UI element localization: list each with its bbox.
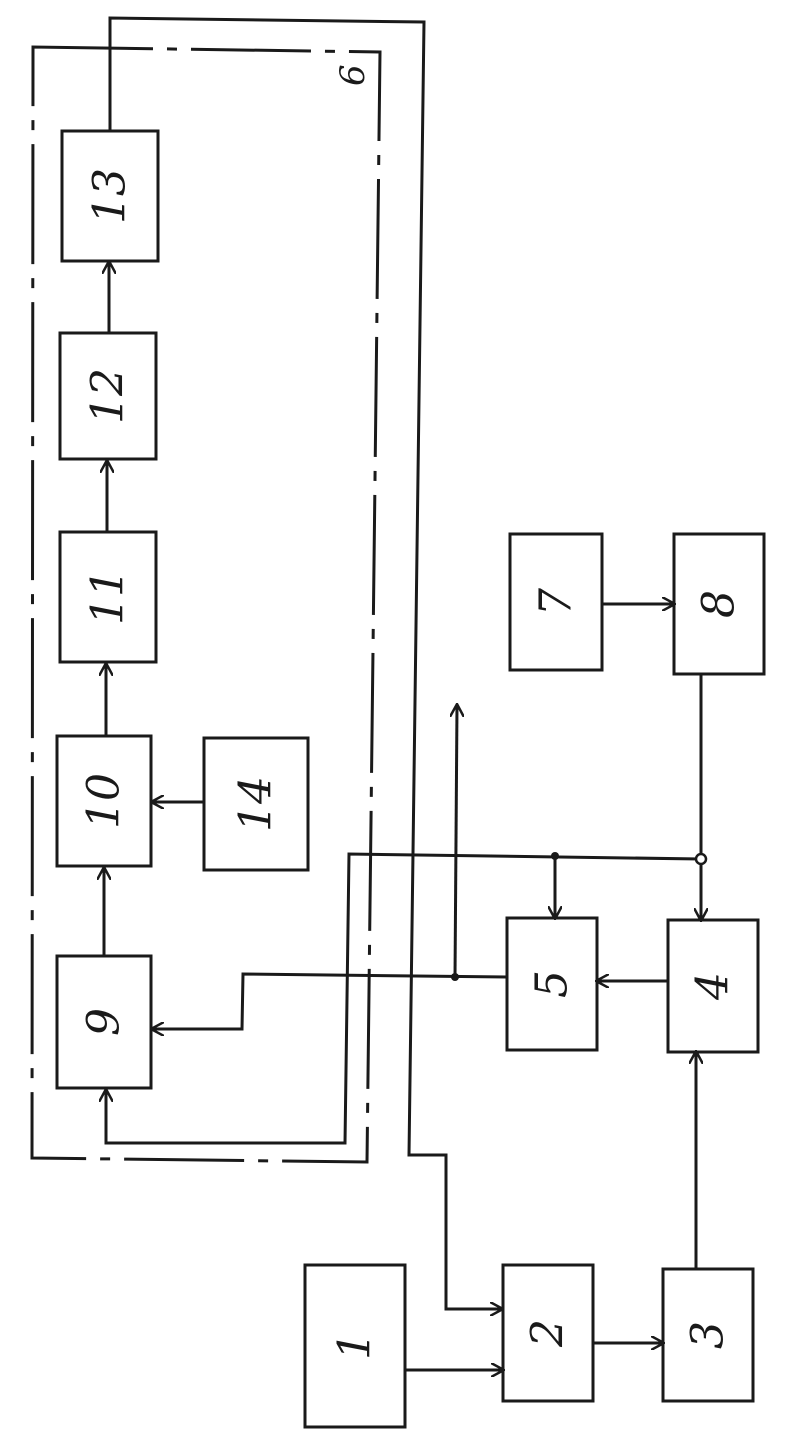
block-7: 7 xyxy=(510,534,602,670)
svg-text:9: 9 xyxy=(79,1008,130,1036)
block-10: 10 xyxy=(57,736,151,866)
svg-text:13: 13 xyxy=(85,168,136,224)
svg-text:12: 12 xyxy=(83,368,134,424)
block-9: 9 xyxy=(57,956,151,1088)
svg-text:14: 14 xyxy=(231,776,282,832)
junction-open xyxy=(696,854,706,864)
svg-text:7: 7 xyxy=(531,588,582,616)
block-14: 14 xyxy=(204,738,308,870)
svg-text:10: 10 xyxy=(79,773,130,829)
svg-text:1: 1 xyxy=(330,1332,381,1360)
junction-bus-5 xyxy=(551,852,559,860)
block-11: 11 xyxy=(60,532,156,662)
wire-5-output xyxy=(455,705,457,977)
block-8: 8 xyxy=(674,534,764,674)
block-5: 5 xyxy=(507,918,597,1050)
wire-5-to-9 xyxy=(152,974,507,1029)
svg-text:8: 8 xyxy=(694,590,745,618)
block-13: 13 xyxy=(62,131,158,261)
svg-text:11: 11 xyxy=(83,569,134,625)
block-3: 3 xyxy=(663,1269,753,1401)
block-2: 2 xyxy=(503,1265,593,1401)
block-12: 12 xyxy=(60,333,156,459)
wire-bus-8 xyxy=(106,854,701,1143)
junction-5 xyxy=(451,973,459,981)
block-1: 1 xyxy=(305,1265,405,1427)
svg-text:3: 3 xyxy=(683,1321,734,1349)
wire-13-to-2 xyxy=(110,18,502,1309)
svg-text:4: 4 xyxy=(688,972,739,1001)
svg-text:5: 5 xyxy=(527,970,578,998)
block-4: 4 xyxy=(668,920,758,1052)
svg-text:2: 2 xyxy=(523,1319,574,1348)
group-6-label: 6 xyxy=(333,64,373,86)
